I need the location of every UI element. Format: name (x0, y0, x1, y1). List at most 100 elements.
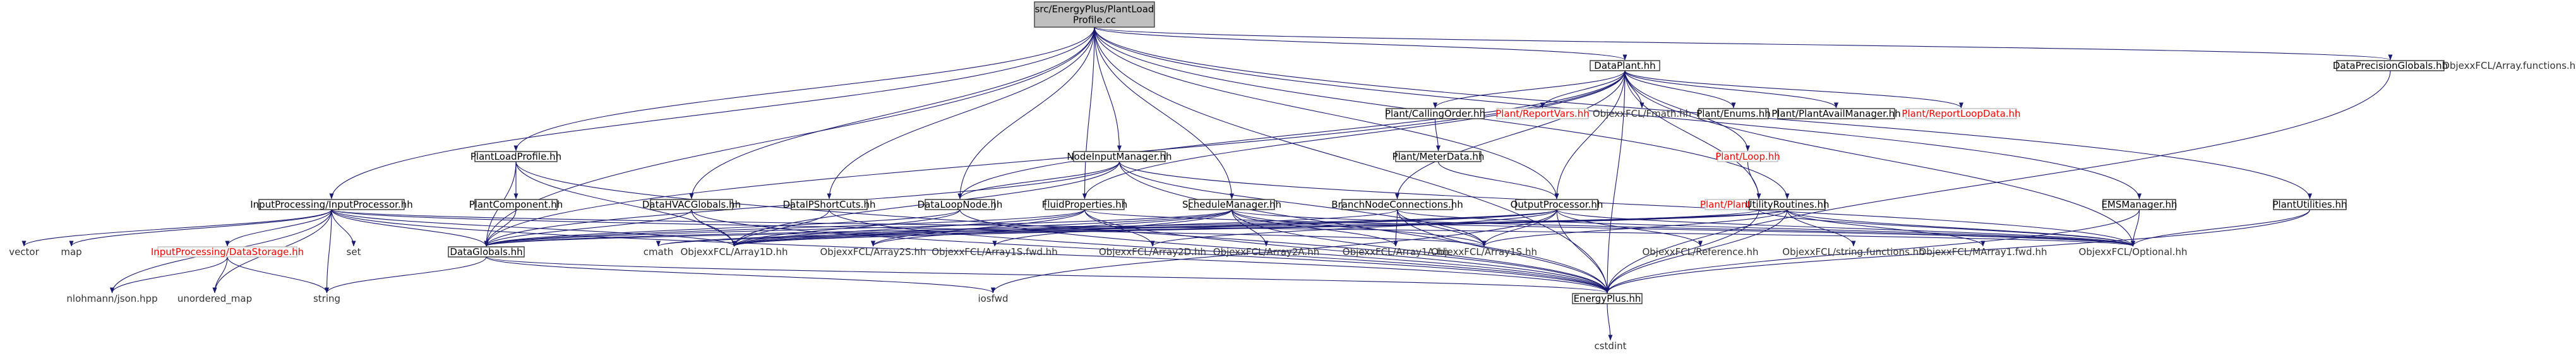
edge-schedulemanager-to-array1d (732, 209, 1233, 247)
node-label: ObjexxFCL/Array1A.hh (1343, 246, 1449, 258)
edge-outputprocessor-to-energyplus (1556, 209, 1610, 294)
node-label: ObjexxFCL/Array2S.hh (820, 246, 926, 258)
node-plantloadprofile[interactable]: PlantLoadProfile.hh (470, 151, 561, 162)
node-dataloopnode[interactable]: DataLoopNode.hh (918, 199, 1003, 210)
node-branchnodeconnections[interactable]: BranchNodeConnections.hh (1331, 199, 1463, 210)
edge-root-to-datahvacglobals (689, 27, 1095, 199)
node-array2a[interactable]: ObjexxFCL/Array2A.hh (1213, 246, 1319, 258)
edge-root-to-outputprocessor (1094, 27, 1559, 199)
edge-root-to-schedulemanager (1094, 27, 1234, 199)
node-array2s[interactable]: ObjexxFCL/Array2S.hh (820, 246, 926, 258)
edge-callingorder-to-meterdata (1434, 118, 1441, 152)
node-plantavailmanager[interactable]: Plant/PlantAvailManager.hh (1771, 108, 1901, 119)
node-arrayfunctions[interactable]: ObjexxFCL/Array.functions.hh (2442, 60, 2576, 71)
node-datastorage[interactable]: InputProcessing/DataStorage.hh (151, 246, 304, 258)
node-box (1777, 108, 1895, 119)
node-box (1905, 108, 2017, 119)
node-reportloopdata[interactable]: Plant/ReportLoopData.hh (1902, 108, 2020, 119)
node-reference[interactable]: ObjexxFCL/Reference.hh (1642, 246, 1758, 258)
node-label: DataGlobals.hh (450, 246, 522, 258)
edge-schedulemanager-to-array1a (1231, 209, 1398, 247)
node-dataplant[interactable]: DataPlant.hh (1590, 60, 1660, 71)
node-stringfunctions[interactable]: ObjexxFCL/string.functions.hh (1782, 246, 1924, 258)
edge-dataplant-to-reportloopdata (1624, 70, 1963, 109)
node-fmath[interactable]: ObjexxFCL/Fmath.hh (1593, 108, 1691, 119)
node-box (2273, 199, 2347, 210)
node-array1s[interactable]: ObjexxFCL/Array1S.hh (1431, 246, 1537, 258)
node-label: ObjexxFCL/MArray1.fwd.hh (1919, 246, 2047, 258)
node-label: DataLoopNode.hh (918, 199, 1003, 210)
node-dataprecisionglobals[interactable]: DataPrecisionGlobals.hh (2333, 60, 2448, 71)
node-dataipshortcuts[interactable]: DataIPShortCuts.hh (783, 199, 876, 210)
node-loop[interactable]: Plant/Loop.hh (1715, 151, 1780, 162)
edge-inputprocessor-to-dataglobals (331, 209, 489, 247)
edge-datastorage-to-unordered-map (212, 256, 228, 294)
node-label: set (347, 246, 361, 258)
node-box (474, 151, 558, 162)
node-dataglobals[interactable]: DataGlobals.hh (448, 246, 525, 258)
edge-plantutilities-to-energyplus (1605, 209, 2311, 294)
node-label: vector (9, 246, 39, 258)
node-inputprocessor[interactable]: InputProcessing/InputProcessor.hh (250, 199, 412, 210)
edge-dataplant-to-outputprocessor (1554, 70, 1626, 199)
node-emsmanager[interactable]: EMSManager.hh (2101, 199, 2177, 210)
node-label: Plant/Enums.hh (1696, 108, 1771, 119)
node-optional[interactable]: ObjexxFCL/Optional.hh (2079, 246, 2188, 258)
edge-layer (21, 27, 2392, 341)
edge-nodeinputmanager-to-optional (1118, 161, 2135, 247)
edge-energyplus-to-cstdint (1607, 303, 1613, 341)
node-meterdata[interactable]: Plant/MeterData.hh (1393, 151, 1485, 162)
node-nodeinputmanager[interactable]: NodeInputManager.hh (1067, 151, 1171, 162)
edge-schedulemanager-to-array2s (871, 209, 1233, 247)
node-utilityroutines[interactable]: UtilityRoutines.hh (1746, 199, 1830, 210)
edge-plantloopsolver-to-optional (1758, 209, 2135, 247)
node-callingorder[interactable]: Plant/CallingOrder.hh (1385, 108, 1485, 119)
node-string[interactable]: string (313, 293, 340, 304)
node-box (650, 199, 733, 210)
edge-dataplant-to-plantavailmanager (1624, 70, 1838, 109)
edge-nodeinputmanager-to-dataloopnode (957, 161, 1120, 199)
edge-root-to-emsmanager (1094, 27, 2142, 199)
node-root[interactable]: src/EnergyPlus/PlantLoadProfile.cc (1034, 1, 1155, 28)
node-label: src/EnergyPlus/PlantLoad (1035, 4, 1154, 15)
node-outputprocessor[interactable]: OutputProcessor.hh (1511, 199, 1603, 210)
edge-root-to-energyplus (1094, 27, 1610, 294)
node-box (1045, 199, 1125, 210)
edge-dataplant-to-optional (1624, 70, 2135, 247)
node-cstdint[interactable]: cstdint (1594, 340, 1626, 352)
node-unordered-map[interactable]: unordered_map (177, 293, 252, 305)
node-energyplus[interactable]: EnergyPlus.hh (1572, 293, 1643, 304)
node-marray1fwd[interactable]: ObjexxFCL/MArray1.fwd.hh (1919, 246, 2047, 258)
node-label: Plant/Loop.hh (1715, 151, 1780, 162)
edge-utilityroutines-to-array1d (732, 209, 1788, 247)
edge-dataplant-to-loop (1624, 70, 1750, 152)
edge-root-to-dataglobals (484, 27, 1095, 247)
node-array2d[interactable]: ObjexxFCL/Array2D.hh (1099, 246, 1206, 258)
edge-dataplant-to-enums (1624, 70, 1736, 109)
node-array1d[interactable]: ObjexxFCL/Array1D.hh (680, 246, 788, 258)
edge-schedulemanager-to-energyplus (1231, 209, 1610, 294)
node-plantutilities[interactable]: PlantUtilities.hh (2272, 199, 2347, 210)
node-cmath[interactable]: cmath (644, 246, 673, 258)
node-iosfwd[interactable]: iosfwd (978, 293, 1009, 304)
node-vector[interactable]: vector (9, 246, 39, 258)
edge-datastorage-to-json (110, 256, 228, 294)
node-fluidproperties[interactable]: FluidProperties.hh (1042, 199, 1128, 210)
node-schedulemanager[interactable]: ScheduleManager.hh (1182, 199, 1281, 210)
node-reportvars[interactable]: Plant/ReportVars.hh (1495, 108, 1590, 119)
node-box (2102, 199, 2176, 210)
node-json[interactable]: nlohmann/json.hpp (66, 293, 157, 304)
node-datahvacglobals[interactable]: DataHVACGlobals.hh (642, 199, 741, 210)
node-array1sfwd[interactable]: ObjexxFCL/Array1S.fwd.hh (932, 246, 1058, 258)
node-enums[interactable]: Plant/Enums.hh (1696, 108, 1771, 119)
node-label: ObjexxFCL/Array2D.hh (1099, 246, 1206, 258)
node-label: ObjexxFCL/Array.functions.hh (2442, 60, 2576, 71)
node-array1a[interactable]: ObjexxFCL/Array1A.hh (1343, 246, 1449, 258)
node-plantcomponent[interactable]: PlantComponent.hh (469, 199, 563, 210)
node-set[interactable]: set (347, 246, 361, 258)
edge-dataplant-to-energyplus (1605, 70, 1626, 294)
node-box (1496, 108, 1589, 119)
node-map[interactable]: map (61, 246, 81, 258)
edge-loop-to-plantloopsolver (1747, 161, 1761, 199)
